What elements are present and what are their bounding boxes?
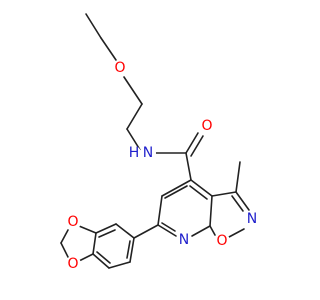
bond: [231, 195, 244, 212]
bond: [235, 161, 241, 193]
bond: [96, 251, 111, 264]
bond-layer: [60, 13, 250, 269]
bond: [126, 240, 131, 259]
bond: [157, 224, 177, 237]
bond: [92, 232, 97, 255]
isoxazole-nitrogen-text: N: [247, 211, 257, 227]
isoxazole-oxygen-text: O: [216, 233, 227, 249]
bond: [108, 261, 131, 269]
bond: [85, 13, 102, 39]
bond: [161, 222, 176, 232]
bond: [161, 179, 192, 197]
bond: [60, 242, 69, 258]
bond: [209, 195, 213, 227]
bond: [123, 76, 143, 105]
dioxole-oxygen-bottom-label: O: [65, 256, 81, 272]
bond: [95, 223, 117, 234]
bond: [164, 185, 188, 199]
bond: [157, 195, 163, 226]
bond: [78, 225, 97, 234]
carbonyl-oxygen-text: O: [201, 118, 212, 134]
bond: [209, 225, 216, 236]
bond: [129, 237, 135, 263]
isoxazole-nitrogen-label: N: [244, 211, 260, 227]
amide-nitrogen-text: N: [143, 145, 153, 161]
bond: [211, 191, 237, 197]
bond: [189, 185, 208, 200]
bond: [126, 103, 143, 130]
isoxazole-oxygen-label: O: [214, 233, 230, 249]
carbonyl-oxygen-label: O: [199, 118, 215, 134]
ether-oxygen-text: O: [114, 60, 125, 76]
bond: [185, 132, 199, 154]
bond: [98, 229, 116, 238]
pyridine-nitrogen-label: N: [176, 232, 192, 248]
bond: [60, 229, 69, 244]
amide-hydrogen-label: H: [127, 145, 141, 161]
ether-oxygen-label: O: [112, 60, 128, 76]
dioxole-oxygen-top-text: O: [67, 214, 78, 230]
dioxole-oxygen-top-label: O: [65, 214, 81, 230]
bond: [191, 225, 211, 237]
bond: [115, 223, 135, 239]
bond: [78, 253, 94, 262]
pyridine-nitrogen-text: N: [179, 232, 189, 248]
atom-labels: O N H O N O N O: [65, 60, 260, 272]
amide-nitrogen-label: N: [140, 145, 156, 161]
bond: [133, 224, 159, 239]
dioxole-oxygen-bottom-text: O: [67, 256, 78, 272]
bond: [190, 179, 213, 197]
bond: [92, 253, 110, 269]
bond: [185, 152, 192, 181]
molecule-structure-diagram: O N H O N O N O: [60, 13, 260, 272]
bond: [235, 191, 250, 211]
bond: [190, 135, 204, 157]
amide-hydrogen-text: H: [129, 145, 140, 161]
bond: [228, 228, 245, 238]
bond: [100, 37, 117, 61]
